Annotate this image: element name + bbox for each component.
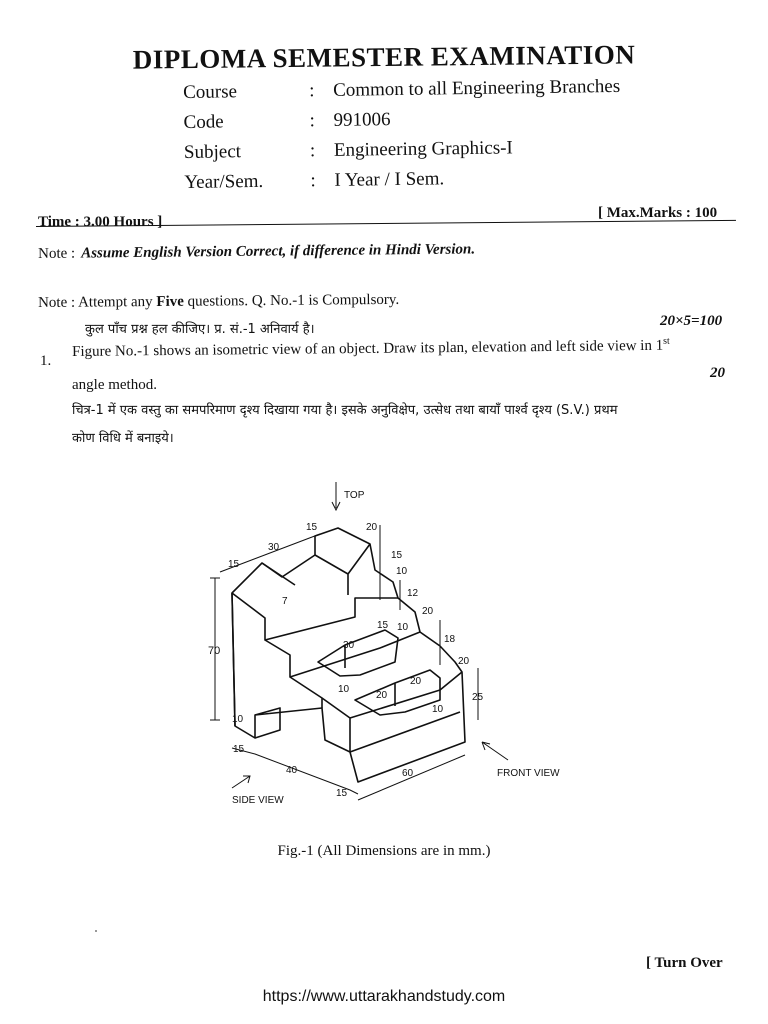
question-marks: 20: [710, 365, 725, 381]
dim-12: 12: [407, 588, 419, 599]
exam-meta-table: Course : Common to all Engineering Branc…: [183, 75, 705, 202]
dim-15b: 15: [306, 522, 318, 533]
dim-10d: 10: [432, 704, 444, 715]
dim-15a: 15: [228, 559, 240, 570]
dim-20c: 20: [458, 656, 470, 667]
note-bold: Five: [156, 293, 184, 310]
turn-over: [ Turn Over: [646, 955, 723, 971]
top-arrow: [331, 482, 341, 512]
max-marks: [ Max.Marks : 100: [598, 205, 718, 221]
dim-10b: 10: [397, 622, 409, 633]
side-cut: [254, 707, 281, 739]
meta-value: I Year / I Sem.: [334, 168, 445, 191]
dim-20a: 20: [366, 522, 378, 533]
question-hindi-line1: चित्र-1 में एक वस्तु का समपरिमाण दृश्य द…: [72, 403, 618, 418]
object-outline: [231, 527, 466, 783]
dim-7: 7: [282, 596, 288, 607]
question-text-line2: angle method.: [72, 377, 157, 393]
slot-1: [317, 629, 399, 677]
meta-label: Year/Sem.: [184, 170, 264, 193]
dim-20d: 20: [376, 690, 388, 701]
scan-speck: [95, 930, 97, 932]
step-face-2: [264, 631, 421, 678]
slot-2: [354, 669, 441, 716]
meta-colon: :: [308, 80, 315, 102]
time-allowed: Time : 3.00 Hours ]: [38, 214, 163, 230]
meta-label: Course: [183, 81, 238, 103]
isometric-figure: TOP SIDE VIEW FRONT VIEW 70 15 30 15 20 …: [208, 482, 560, 806]
dim-40: 40: [286, 765, 298, 776]
question-number: 1.: [40, 353, 52, 369]
meta-colon: :: [309, 110, 315, 132]
dim-70: 70: [208, 645, 220, 657]
meta-value: Common to all Engineering Branches: [332, 75, 621, 101]
dim-10c: 10: [338, 684, 350, 695]
note-instructions-hindi: कुल पाँच प्रश्न हल कीजिए। प्र. सं.-1 अनि…: [85, 322, 315, 337]
meta-value: Engineering Graphics-I: [333, 137, 513, 161]
dim-18: 18: [444, 634, 456, 645]
dim-line-top: [219, 533, 321, 573]
dim-line-bottom: [231, 747, 359, 795]
note-prefix: Note : Attempt any: [38, 293, 157, 311]
left-edge: [231, 592, 236, 727]
dim-10e: 10: [232, 714, 244, 725]
dim-15c: 15: [391, 550, 403, 561]
question-text: Figure No.-1 shows an isometric view of …: [72, 336, 670, 361]
dim-60: 60: [402, 768, 414, 779]
question-hindi-line2: कोण विधि में बनाइये।: [72, 431, 174, 446]
dim-20e: 20: [410, 676, 422, 687]
dim-25: 25: [472, 692, 484, 703]
dim-30a: 30: [268, 542, 280, 553]
note-language: Note : Assume English Version Correct, if…: [38, 241, 475, 263]
dim-15f: 15: [336, 788, 348, 799]
meta-colon: :: [309, 140, 316, 162]
meta-row-year: Year/Sem. : I Year / I Sem.: [184, 165, 704, 202]
step-face-3: [289, 676, 323, 708]
note-text: Assume English Version Correct, if diffe…: [81, 241, 476, 262]
website-footer: https://www.uttarakhandstudy.com: [262, 988, 506, 1005]
dim-line-60: [357, 754, 466, 801]
step-top-top: [261, 543, 371, 595]
dim-20b: 20: [422, 606, 434, 617]
dim-10a: 10: [396, 566, 408, 577]
figure-caption: Fig.-1 (All Dimensions are in mm.): [277, 843, 491, 859]
note-instructions: Note : Attempt any Five questions. Q. No…: [38, 292, 399, 312]
meta-colon: :: [310, 170, 316, 192]
front-face: [349, 711, 461, 753]
front-arrow: [481, 741, 509, 761]
note-suffix: questions. Q. No.-1 is Compulsory.: [183, 291, 400, 310]
label-side-view: SIDE VIEW: [232, 795, 284, 806]
question-text-main: Figure No.-1 shows an isometric view of …: [72, 337, 664, 360]
side-arrow: [231, 775, 251, 789]
dim-15e: 15: [233, 744, 245, 755]
label-top: TOP: [344, 490, 365, 501]
marks-distribution: 20×5=100: [660, 313, 723, 329]
step-face-1: [231, 592, 398, 641]
meta-label: Subject: [183, 141, 242, 163]
meta-label: Code: [183, 111, 224, 133]
dim-line-right: [379, 525, 479, 720]
dim-line-70: [210, 577, 220, 721]
meta-value: 991006: [333, 109, 391, 131]
question-superscript: st: [663, 335, 670, 347]
exam-title: DIPLOMA SEMESTER EXAMINATION: [132, 39, 636, 75]
dim-30b: 30: [343, 640, 355, 651]
label-front-view: FRONT VIEW: [497, 768, 560, 779]
note-label: Note :: [38, 245, 76, 262]
step-face-4: [321, 671, 463, 752]
dim-15d: 15: [377, 620, 389, 631]
